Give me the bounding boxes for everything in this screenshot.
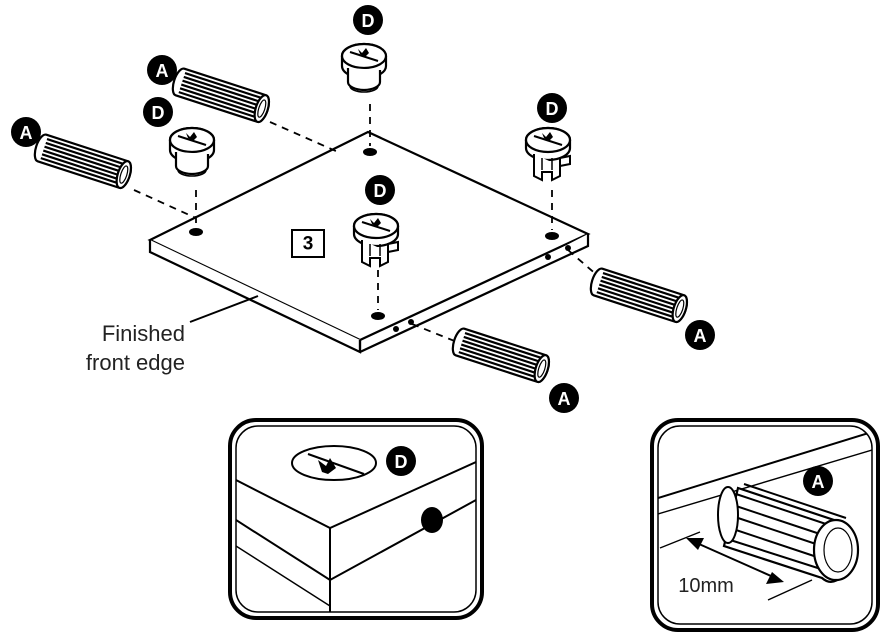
step-number-box: 3 [291,229,325,258]
badge-d-left: D [143,97,173,127]
badge-a-bottom: A [549,383,579,413]
cam-lock-left [168,126,216,178]
svg-text:A: A [156,61,169,81]
front-edge-caption-line2: front edge [86,350,185,375]
badge-d-top: D [353,5,383,35]
svg-text:A: A [20,123,33,143]
svg-text:A: A [812,472,825,492]
badge-a-left: A [11,117,41,147]
dowel-depth-label: 10mm [678,575,734,597]
badge-a-right: A [685,320,715,350]
svg-text:D: D [395,452,408,472]
cam-lock-right [524,126,572,182]
svg-text:D: D [374,181,387,201]
svg-text:D: D [546,99,559,119]
badge-a-top: A [147,55,177,85]
svg-text:A: A [558,389,571,409]
svg-text:A: A [694,326,707,346]
cam-lock-top [340,42,388,94]
front-edge-caption-line1: Finished [102,321,185,346]
dowel-a-top [168,65,273,125]
badge-d-right: D [537,93,567,123]
detail-cam-lock-orientation: D [228,418,484,620]
panel-holes [189,148,571,332]
svg-text:D: D [152,103,165,123]
badge-d-center: D [365,175,395,205]
svg-text:D: D [362,11,375,31]
detail-dowel-depth: 10mm A [650,418,880,632]
svg-text:3: 3 [303,234,314,255]
front-edge-callout: Finished front edge [86,295,259,375]
dowel-a-bottom [448,325,553,385]
dowel-a-right [586,265,691,325]
dowel-a-left [30,131,135,191]
